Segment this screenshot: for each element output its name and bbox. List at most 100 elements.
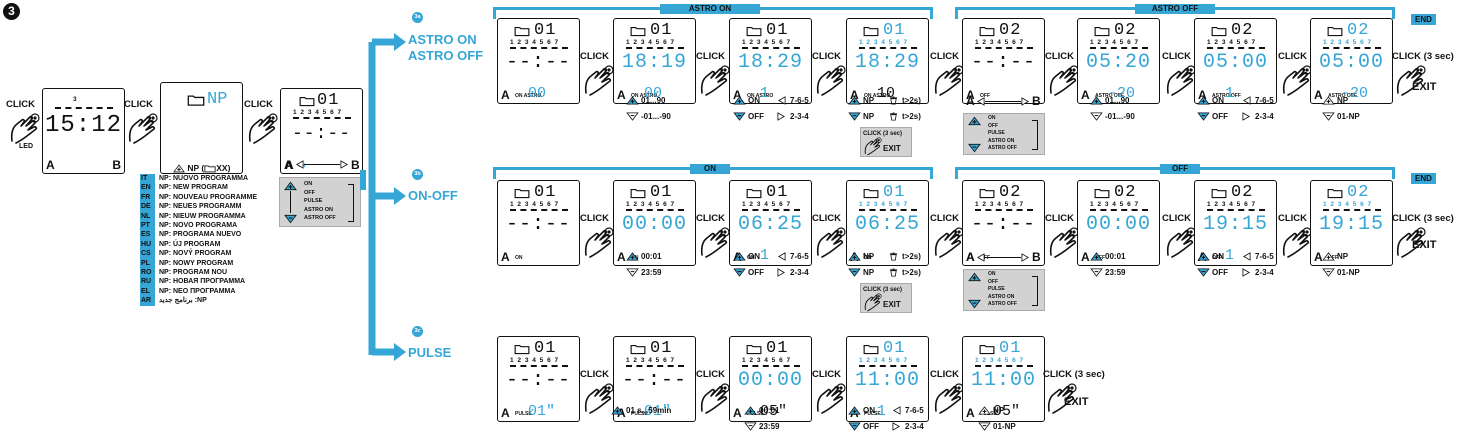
day-bars: [510, 47, 568, 49]
program-display: 01 1 2 3 4 5 6 7 --:-- A ON: [280, 88, 363, 174]
channel-a-label: A: [284, 158, 293, 172]
program-number: 01: [999, 339, 1022, 358]
caption-up-text: 00:01: [759, 406, 780, 415]
mode-indicator: OFF: [1328, 255, 1338, 261]
caption-np: NP: [1322, 96, 1348, 106]
mode-indicator: ON: [747, 255, 755, 261]
day-bars: [1323, 47, 1381, 49]
program-number: 01: [650, 183, 673, 202]
caption-days-back: 7-6-5: [1240, 252, 1274, 262]
day-bars: [859, 365, 917, 367]
mode-indicator: OFF: [980, 255, 990, 261]
downout-icon: [1322, 268, 1335, 277]
day-bars: [742, 209, 800, 211]
days-row: 1 2 3 4 5 6 7: [510, 201, 560, 208]
value-display: 05": [993, 403, 1021, 420]
caption-np-text: NP: [1337, 252, 1349, 261]
day-bars: [1323, 209, 1381, 211]
led-label: LED: [19, 143, 33, 150]
folder-icon: [514, 187, 530, 199]
program-number: 01: [883, 21, 906, 40]
caption-down-text: 23:59: [641, 268, 662, 277]
caption-up-text: 01...90: [1105, 96, 1130, 105]
branch-badge: 3c: [412, 326, 423, 337]
caption-on-text: ON: [748, 252, 760, 261]
program-number: 01: [650, 339, 673, 358]
language-text: NP: NOUVEAU PROGRAMME: [159, 193, 258, 201]
time-display: --:--: [621, 369, 687, 392]
hand-press-icon: [814, 225, 848, 259]
trash-icon: [887, 112, 900, 121]
caption-off: OFF: [733, 268, 764, 278]
row1-end-tag: END: [1411, 14, 1436, 25]
value-display: 1: [760, 247, 770, 264]
click-label: CLICK: [930, 51, 960, 62]
day-bars: [859, 47, 917, 49]
time-display: --:--: [505, 51, 571, 74]
program-number: 01: [317, 91, 340, 110]
caption-off: OFF: [1197, 268, 1228, 278]
time-display: --:--: [970, 51, 1036, 74]
exit-label: EXIT: [1064, 396, 1089, 408]
downout-icon: [626, 112, 639, 121]
value-display: 05": [760, 403, 788, 420]
switch-line: [985, 257, 1021, 258]
up-button-icon: [968, 272, 981, 282]
caption-np: NP: [978, 406, 1004, 416]
hand-press-icon: [932, 63, 966, 97]
lcd-screen: 011 2 3 4 5 6 706:25AON1: [729, 180, 812, 266]
caption-delete: t>2s): [887, 252, 921, 262]
caption-down: -01...-90: [626, 112, 671, 122]
selector-bracket: [348, 184, 354, 222]
channel-a-label: A: [966, 250, 975, 264]
caption-days-back: 7-6-5: [890, 406, 924, 416]
caption-np-01: 01-NP: [1322, 268, 1360, 278]
language-text: NP: NEW PROGRAM: [159, 184, 228, 192]
channel-a-label: A: [850, 88, 859, 102]
rightarr-icon: [890, 422, 903, 431]
folder-icon: [979, 25, 995, 37]
folder-icon: [630, 187, 646, 199]
hand-press-icon: [1280, 225, 1314, 259]
downout-icon: [626, 268, 639, 277]
language-code: HU: [140, 239, 155, 250]
days-row: 1 2 3 4 5 6 7: [975, 357, 1025, 364]
branch-label-astro-off: ASTRO OFF: [408, 48, 484, 63]
folder-icon: [746, 187, 762, 199]
language-text: NP: NIEUW PROGRAMMA: [159, 212, 246, 220]
program-number: 02: [1231, 183, 1254, 202]
click-label: CLICK: [812, 369, 842, 380]
rightarr-icon: [1240, 112, 1253, 121]
channel-a-label: A: [1314, 88, 1323, 102]
channel-a-label: A: [1314, 250, 1323, 264]
time-display: 18:29: [854, 51, 920, 74]
hand-press-icon: [246, 111, 280, 145]
hand-press-icon: [698, 381, 732, 415]
value-display: 1: [877, 403, 887, 420]
caption-days-back-text: 7-6-5: [790, 96, 809, 105]
day-bars: [975, 209, 1033, 211]
channel-b-label: B: [112, 158, 121, 172]
lcd-screen: 021 2 3 4 5 6 700:00AOFF: [1077, 180, 1160, 266]
channel-a-label: A: [1198, 88, 1207, 102]
caption-np-text: NP: [863, 268, 875, 277]
selector-item: PULSE: [304, 198, 323, 204]
downbtn-icon: [733, 112, 746, 121]
hand-press-icon: [863, 292, 883, 312]
language-text: NP: ΝΕΟ ΠΡΟΓΡΑΜΜΑ: [159, 287, 236, 295]
days-row: 1 2 3 4 5 6 7: [626, 357, 676, 364]
hand-press-icon: [698, 225, 732, 259]
value-display: 10: [877, 85, 896, 102]
value-display: 1: [760, 85, 770, 102]
click-label: CLICK: [580, 213, 610, 224]
time-display: 05:00: [1318, 51, 1384, 74]
step-number: 3: [3, 3, 20, 20]
click-label: CLICK: [124, 99, 154, 110]
